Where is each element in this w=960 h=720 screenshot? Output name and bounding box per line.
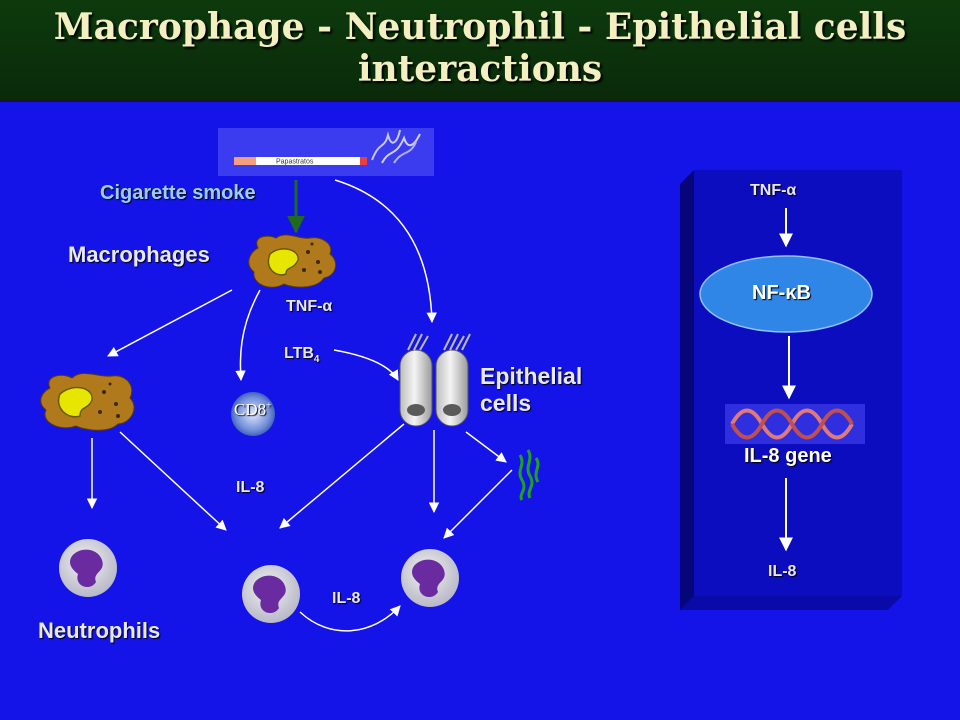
neutrophil-2 <box>242 565 300 623</box>
ltb4-main: LTB <box>284 345 314 362</box>
macrophages-label: Macrophages <box>68 242 210 267</box>
green-fibers <box>518 449 540 501</box>
panel-tnf-alpha-label: TNF-α <box>750 182 797 199</box>
nfkb-oval <box>699 255 873 333</box>
nfkb-label: NF-κB <box>752 282 811 304</box>
macrophage-left <box>40 373 135 431</box>
slide-title: Macrophage - Neutrophil - Epithelial cel… <box>0 6 960 90</box>
il8-gene-label: IL-8 gene <box>744 445 832 467</box>
panel-arrows <box>779 208 796 552</box>
cigarette-brand-text: Papastratos <box>276 159 314 166</box>
il8-left-label: IL-8 <box>236 479 265 496</box>
ltb4-subscript: 4 <box>313 354 320 366</box>
cd8-label: CD8+ <box>234 400 272 420</box>
cigarette-smoke-label: Cigarette smoke <box>100 182 256 204</box>
arrows <box>86 179 513 632</box>
neutrophil-3 <box>401 549 459 607</box>
ltb4-label: LTB4 <box>284 345 319 365</box>
title-line-2: interactions <box>357 48 603 90</box>
epithelial-line-2: cells <box>480 390 532 416</box>
il8-bottom-label: IL-8 <box>332 590 361 607</box>
title-line-1: Macrophage - Neutrophil - Epithelial cel… <box>53 6 907 48</box>
cigarette-image <box>218 128 434 176</box>
panel-il8-label: IL-8 <box>768 563 797 580</box>
cd8-cell <box>231 392 275 436</box>
epithelial-cells-label: Epithelial cells <box>480 363 582 417</box>
epithelial-cells-graphic <box>399 333 471 427</box>
title-bar <box>0 0 960 102</box>
dna-strand-graphic <box>725 404 865 444</box>
epithelial-line-1: Epithelial <box>480 363 583 389</box>
tnf-alpha-label: TNF-α <box>286 298 333 315</box>
macrophage-top <box>248 234 337 288</box>
cd8-main: CD8 <box>234 400 267 419</box>
neutrophil-1 <box>59 539 117 597</box>
cd8-superscript: + <box>266 400 272 412</box>
neutrophils-label: Neutrophils <box>38 618 161 643</box>
